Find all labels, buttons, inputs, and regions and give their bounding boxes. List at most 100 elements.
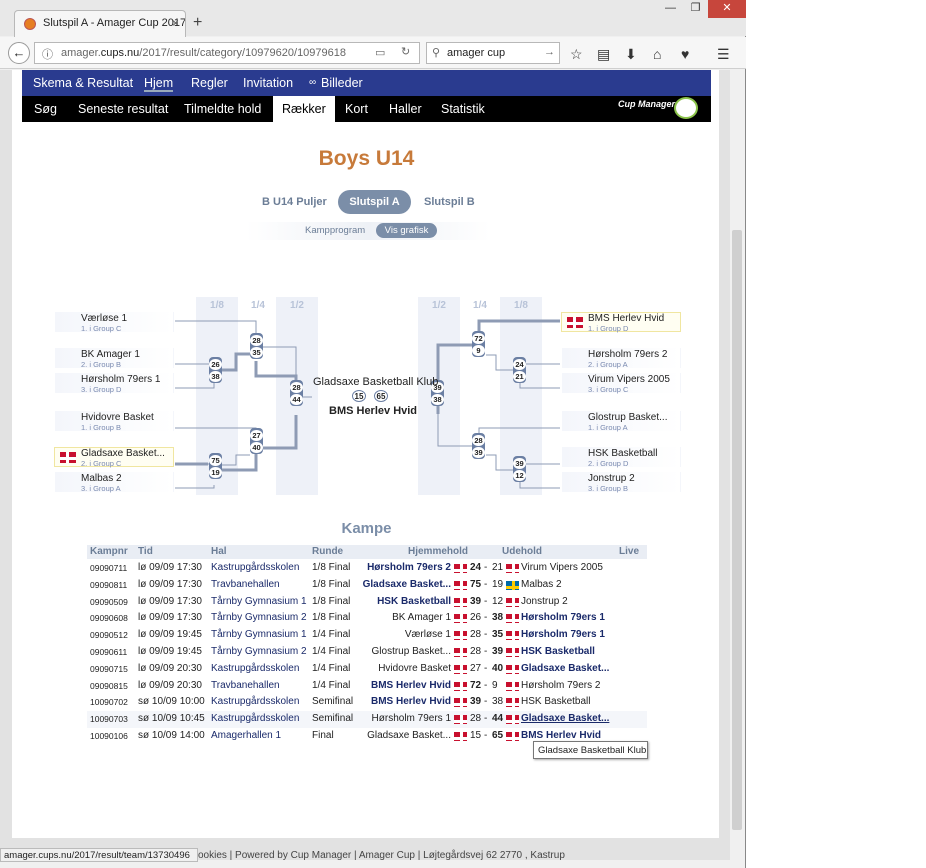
nav-divisions[interactable]: Rækker [273, 96, 335, 122]
match-hall[interactable]: Kastrupgårdsskolen [211, 562, 300, 573]
match-hall[interactable]: Travbanehallen [211, 578, 280, 590]
bookmark-star-icon[interactable]: ☆ [570, 46, 583, 62]
home-team[interactable]: Værløse 1 [404, 629, 451, 641]
away-team[interactable]: Hørsholm 79ers 2 [521, 679, 601, 691]
reload-icon[interactable]: ↻ [401, 46, 411, 58]
home-team[interactable]: Hørsholm 79ers 2 [367, 562, 451, 573]
menu-icon[interactable]: ☰ [717, 46, 730, 62]
match-hall[interactable]: Tårnby Gymnasium 2 [211, 646, 307, 657]
nav-map[interactable]: Kort [345, 102, 368, 116]
vertical-scrollbar[interactable] [730, 70, 744, 860]
match-hall[interactable]: Kastrupgårdsskolen [211, 662, 300, 674]
close-tab-icon[interactable]: × [171, 16, 179, 30]
download-icon[interactable]: ⬇ [625, 46, 637, 62]
nav-home[interactable]: Hjem [144, 76, 174, 92]
bracket-team[interactable]: Hørsholm 79ers 1 3. i Group D [54, 373, 174, 394]
match-hall[interactable]: Tårnby Gymnasium 1 [211, 629, 307, 641]
col-time[interactable]: Tid [138, 546, 153, 557]
search-box[interactable]: ⚲ amager cup → [426, 42, 560, 64]
address-bar[interactable]: ⓘ amager.cups.nu/2017/result/category/10… [34, 42, 420, 64]
final-team-top[interactable]: Gladsaxe Basketball Klub [313, 376, 439, 388]
bracket-team[interactable]: Malbas 2 3. i Group A [54, 472, 174, 493]
match-hall[interactable]: Kastrupgårdsskolen [211, 713, 300, 725]
away-team[interactable]: Gladsaxe Basket... [521, 662, 610, 674]
reader-view-icon[interactable]: ▭ [375, 47, 386, 59]
away-team[interactable]: Jonstrup 2 [521, 595, 568, 607]
nav-latest-results[interactable]: Seneste resultat [78, 102, 169, 116]
home-icon[interactable]: ⌂ [653, 46, 662, 62]
away-team[interactable]: Virum Vipers 2005 [521, 562, 603, 573]
tab-playoff-b[interactable]: Slutspil B [424, 196, 475, 208]
nav-photos[interactable]: Billeder [321, 76, 363, 90]
bracket-team[interactable]: Værløse 1 1. i Group C [54, 312, 174, 333]
nav-registered-teams[interactable]: Tilmeldte hold [184, 102, 262, 116]
tab-b-u14-groups[interactable]: B U14 Puljer [262, 196, 327, 208]
nav-rules[interactable]: Regler [191, 76, 228, 90]
away-team[interactable]: Gladsaxe Basket... [521, 713, 610, 725]
scrollbar-thumb[interactable] [732, 230, 742, 830]
home-team[interactable]: Gladsaxe Basket... [362, 578, 451, 590]
home-team[interactable]: Hørsholm 79ers 1 [371, 713, 451, 725]
nav-statistics[interactable]: Statistik [441, 102, 485, 116]
home-team[interactable]: BMS Herlev Hvid [370, 679, 451, 691]
home-team[interactable]: HSK Basketball [377, 595, 451, 607]
away-team[interactable]: Malbas 2 [521, 578, 562, 590]
away-team[interactable]: HSK Basketball [521, 646, 595, 657]
away-team[interactable]: BMS Herlev Hvid [521, 730, 602, 741]
bracket-team-highlighted[interactable]: Gladsaxe Basket... 2. i Group C [54, 447, 174, 468]
home-team[interactable]: Hvidovre Basket [378, 662, 451, 674]
bracket-team-highlighted[interactable]: BMS Herlev Hvid 1. i Group D [561, 312, 681, 333]
final-team-bottom[interactable]: BMS Herlev Hvid [329, 405, 418, 417]
bracket-team[interactable]: Glostrup Basket... 1. i Group A [561, 411, 681, 432]
view-schedule[interactable]: Kampprogram [305, 225, 366, 236]
bookmarks-list-icon[interactable]: ▤ [597, 46, 611, 62]
match-hall[interactable]: Amagerhallen 1 [211, 730, 282, 741]
new-tab-icon[interactable]: + [193, 14, 203, 31]
tab-playoff-a[interactable]: Slutspil A [338, 190, 411, 214]
away-team[interactable]: HSK Basketball [521, 696, 591, 708]
home-team[interactable]: BK Amager 1 [392, 612, 451, 624]
back-icon[interactable]: ← [8, 42, 30, 64]
browser-tab[interactable]: Slutspil A - Amager Cup 2017 × [14, 10, 186, 37]
col-live[interactable]: Live [619, 546, 640, 557]
col-away-team[interactable]: Udehold [502, 546, 542, 557]
bracket-team[interactable]: Virum Vipers 2005 3. i Group C [561, 373, 681, 394]
nav-halls[interactable]: Haller [389, 102, 422, 116]
col-home-team[interactable]: Hjemmehold [408, 546, 469, 557]
col-match-number[interactable]: Kampnr [90, 546, 128, 557]
col-round[interactable]: Runde [312, 546, 344, 557]
view-graphic[interactable]: Vis grafisk [376, 223, 437, 238]
match-hall[interactable]: Travbanehallen [211, 679, 280, 691]
minimize-icon[interactable]: — [665, 2, 676, 14]
nav-search[interactable]: Søg [34, 102, 57, 116]
match-hall[interactable]: Tårnby Gymnasium 2 [211, 612, 307, 624]
info-icon[interactable]: ⓘ [42, 49, 53, 61]
bracket-team[interactable]: Hørsholm 79ers 2 2. i Group A [561, 348, 681, 369]
away-team[interactable]: Hørsholm 79ers 1 [521, 629, 605, 641]
nav-invitation[interactable]: Invitation [243, 76, 294, 90]
restore-icon[interactable]: ❐ [690, 2, 701, 14]
bracket-team[interactable]: BK Amager 1 2. i Group B [54, 348, 174, 369]
home-team[interactable]: Gladsaxe Basket... [367, 730, 451, 741]
cup-manager-logo[interactable]: Cup Manager [618, 99, 676, 109]
bracket-team[interactable]: Jonstrup 2 3. i Group B [561, 472, 681, 493]
